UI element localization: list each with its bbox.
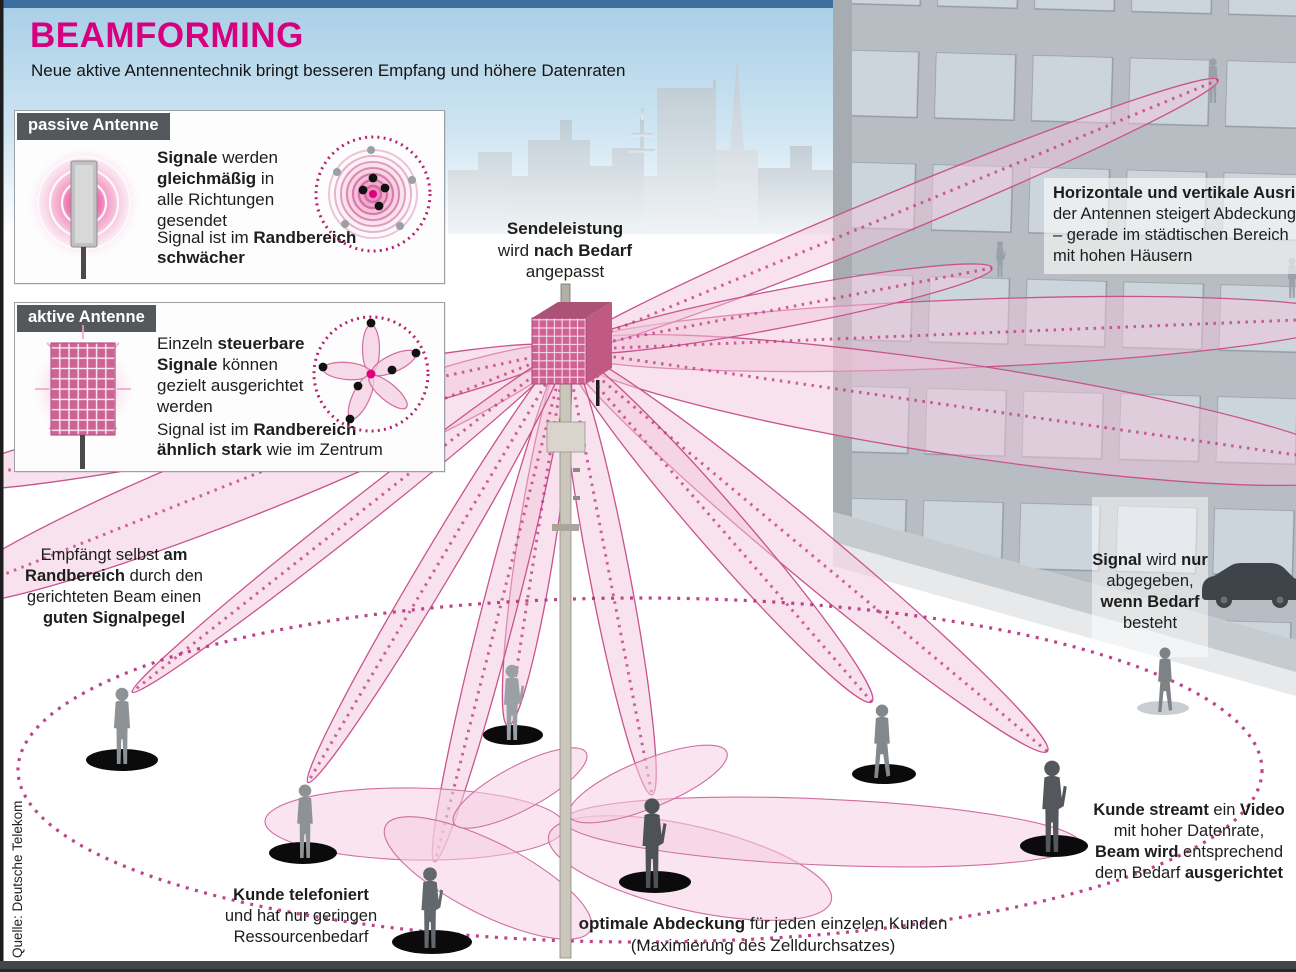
ground-coverage-petals <box>264 744 1081 940</box>
active-pattern-diagram <box>312 315 430 433</box>
antenna-panel <box>531 302 612 406</box>
page-subtitle: Neue aktive Antennentechnik bringt besse… <box>31 61 626 80</box>
infobox-passive-header: passive Antenne <box>17 113 170 140</box>
car-silhouette <box>1202 563 1296 608</box>
infobox-active-header: aktive Antenne <box>17 305 156 332</box>
bottom-border-edge <box>0 969 1296 972</box>
coverage-ellipse-dotted <box>16 596 1264 944</box>
label-optimale-abdeckung: optimale Abdeckung für jeden einzelen Ku… <box>578 914 948 955</box>
ground-petal <box>383 816 593 940</box>
ground-petal <box>452 747 588 829</box>
top-border <box>0 0 840 8</box>
city-skyline <box>448 58 840 234</box>
glass-door-panel <box>1092 497 1208 657</box>
passive-antenna-icon <box>26 145 142 279</box>
bottom-border <box>0 961 1296 972</box>
left-border <box>0 0 4 972</box>
page-title: BEAMFORMING <box>30 16 304 55</box>
active-antenna-icon <box>29 325 137 469</box>
person-shadows <box>86 701 1189 954</box>
passive-pattern-diagram <box>314 135 432 253</box>
source-credit: Quelle: Deutsche Telekom <box>10 800 25 958</box>
infobox-passive-footer: Signal ist im Randbereich schwächer <box>157 227 357 268</box>
